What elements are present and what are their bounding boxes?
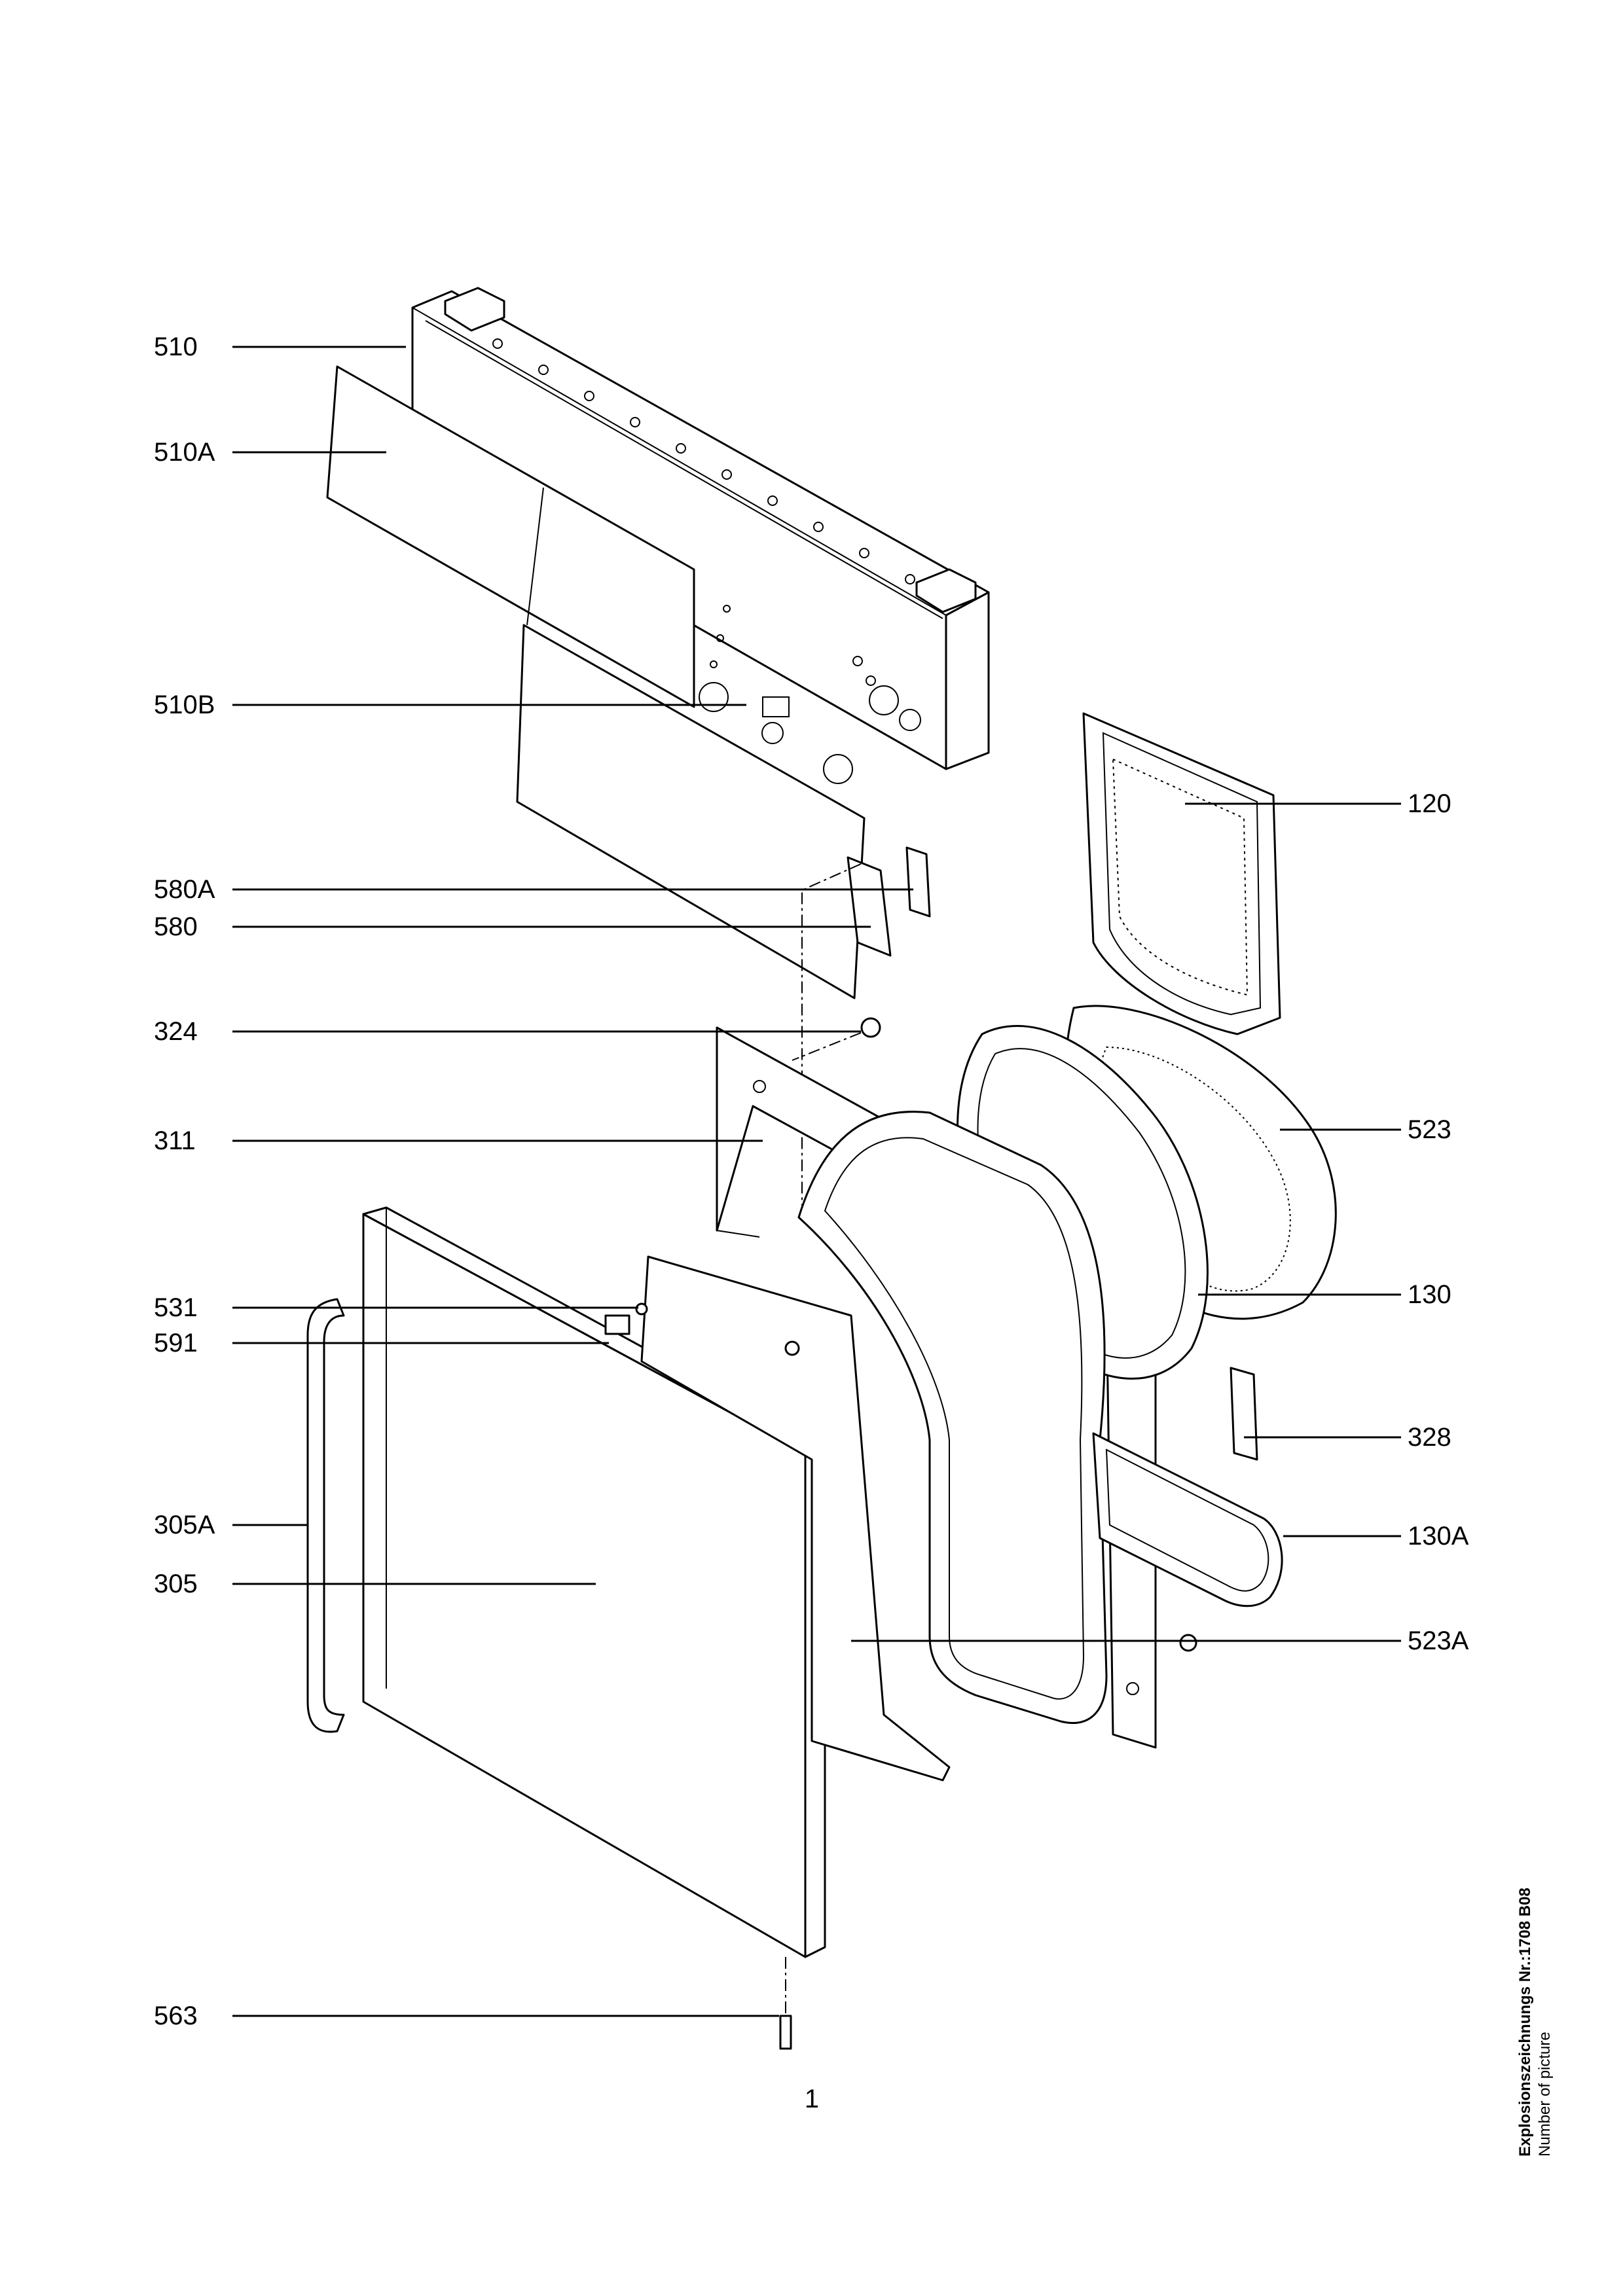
part-screw-upper-door [784,1340,800,1356]
drawing-caption: Explosionszeichnungs Nr.:1708 B08 Number… [1516,1816,1575,2157]
label-311: 311 [154,1126,196,1155]
part-510b-control-board [516,605,866,999]
label-130a: 130A [1408,1522,1469,1551]
part-591-washer [604,1314,630,1335]
label-523: 523 [1408,1115,1451,1144]
part-305a-handle [306,1298,345,1733]
part-120-filter-frame [1082,712,1281,1035]
page-number: 1 [804,2085,820,2113]
caption-drawing-number: Explosionszeichnungs Nr.:1708 B08 [1516,1888,1534,2157]
part-screw-lower-right [1179,1634,1197,1652]
part-510-control-panel-housing [411,287,990,770]
part-305-door-panel [362,1206,951,1958]
label-324: 324 [154,1017,198,1046]
label-510b: 510B [154,691,215,719]
label-580a: 580A [154,875,215,904]
leader-lines-left [232,346,913,2017]
leader-lines-right [851,802,1401,1642]
part-523a-inner-seal [797,1111,1108,1724]
caption-number-of-picture: Number of picture [1536,2032,1554,2157]
label-510a: 510A [154,438,215,467]
label-120: 120 [1408,789,1451,818]
label-523a: 523A [1408,1626,1469,1655]
part-130a-seal-strip [1092,1432,1283,1607]
label-510: 510 [154,332,198,361]
part-324-screw [792,1017,881,1061]
part-531-screw [635,1302,648,1316]
label-563: 563 [154,2001,198,2030]
label-591: 591 [154,1329,198,1357]
label-531: 531 [154,1293,198,1322]
label-305: 305 [154,1570,198,1598]
label-130: 130 [1408,1280,1451,1309]
label-305a: 305A [154,1511,215,1539]
label-580: 580 [154,912,198,941]
part-328-door-catch [1230,1367,1258,1461]
part-563-screw [779,1957,792,2050]
label-328: 328 [1408,1423,1451,1452]
part-510a-front-panel [326,365,695,708]
